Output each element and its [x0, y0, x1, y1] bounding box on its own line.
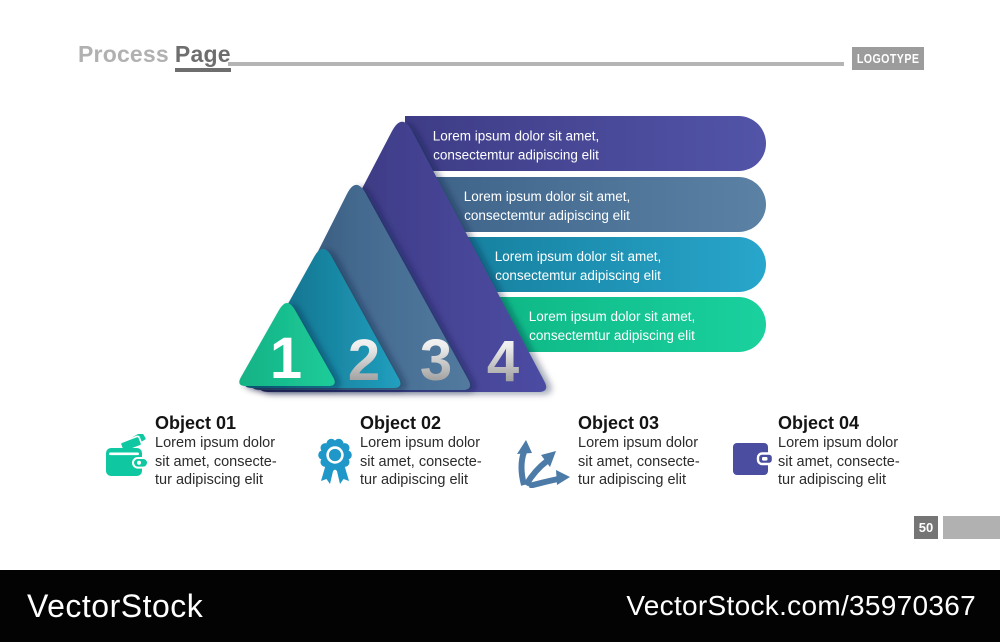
banner-1-line-1: Lorem ipsum dolor sit amet, — [433, 129, 600, 144]
banner-3-line-1: Lorem ipsum dolor sit amet, — [495, 249, 662, 264]
page-number: 50 — [918, 520, 934, 535]
page-number-badge: 50 — [914, 516, 938, 539]
banner-shape-4 — [495, 297, 766, 352]
step-number-4: 4 — [487, 329, 519, 394]
page-title-light: Process — [78, 41, 169, 67]
banner-1-line-2: consectemtur adipiscing elit — [433, 148, 599, 163]
step-number-2: 2 — [348, 328, 380, 393]
object-3-title: Object 03 — [578, 413, 660, 433]
object-3-body: Lorem ipsum dolor sit amet, consecte- tu… — [578, 435, 700, 489]
object-2-title: Object 02 — [360, 413, 442, 433]
wallet-flat-icon — [733, 443, 775, 475]
step-number-3: 3 — [420, 328, 452, 393]
logotype-badge: LOGOTYPE — [852, 47, 924, 70]
banner-4-line-1: Lorem ipsum dolor sit amet, — [529, 309, 696, 324]
watermark-brand: VectorStock — [27, 588, 204, 624]
object-4-title: Object 04 — [778, 413, 860, 433]
watermark-url: VectorStock.com/35970367 — [626, 590, 976, 621]
object-1-title: Object 01 — [155, 413, 237, 433]
header-rule — [228, 62, 844, 66]
step-number-1: 1 — [270, 326, 302, 391]
page-title-dark: Page — [174, 41, 231, 72]
banner-3-line-2: consectemtur adipiscing elit — [495, 268, 661, 283]
branch-arrows-icon — [517, 440, 570, 488]
object-1-body: Lorem ipsum dolor sit amet, consecte- tu… — [155, 435, 277, 489]
banner-2-line-1: Lorem ipsum dolor sit amet, — [464, 189, 631, 204]
object-2-body: Lorem ipsum dolor sit amet, consecte- tu… — [360, 435, 482, 489]
banner-4-line-2: consectemtur adipiscing elit — [529, 328, 695, 343]
wallet-cards-icon — [106, 434, 149, 476]
page-number-bar — [943, 516, 1000, 539]
watermark-bar: VectorStock VectorStock.com/35970367 — [0, 570, 1000, 642]
banner-shape-2 — [430, 177, 766, 232]
pyramid-step-1-triangle — [239, 302, 335, 386]
banner-shape-3 — [460, 237, 766, 292]
logotype-label: LOGOTYPE — [856, 51, 920, 66]
object-4-body: Lorem ipsum dolor sit amet, consecte- tu… — [778, 435, 900, 489]
banner-shape-1 — [405, 116, 766, 171]
banner-2-line-2: consectemtur adipiscing elit — [464, 208, 630, 223]
rosette-award-icon — [318, 438, 352, 484]
